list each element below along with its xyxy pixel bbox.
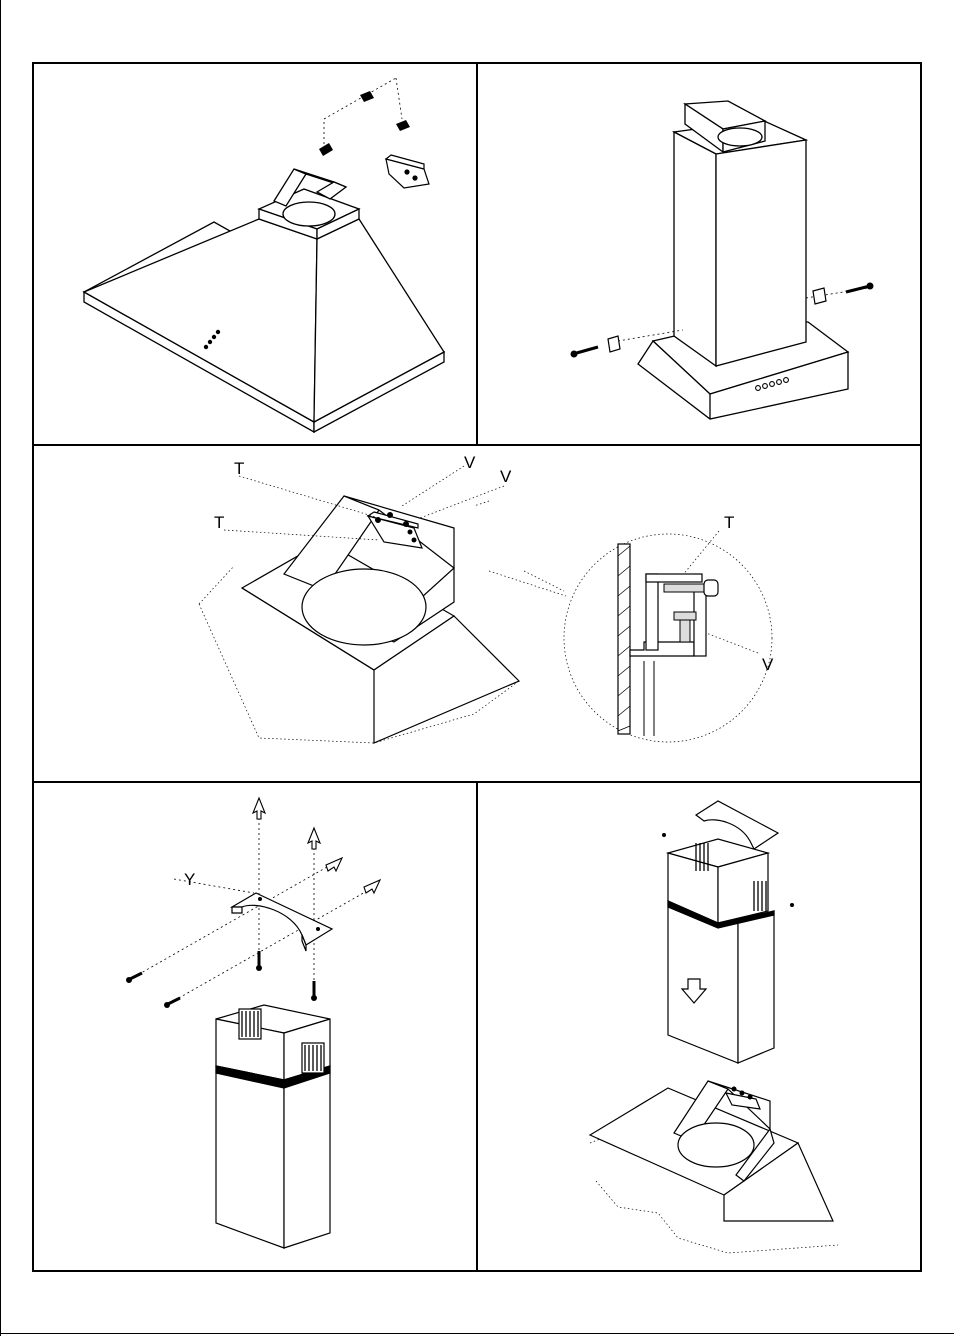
chimney-upper (216, 1005, 330, 1248)
label-y-bracket: Y (184, 870, 195, 889)
bracket-y (232, 893, 332, 951)
panel-chimney-slide (478, 783, 920, 1270)
label-v-first: V (464, 453, 476, 472)
label-t-detail: T (724, 513, 734, 532)
panel-hood-canopy (34, 64, 476, 444)
panel-upper-bracket: Y (34, 783, 476, 1270)
screw-icons (126, 951, 317, 1008)
chimney-section (668, 839, 774, 1063)
page-edge-bottom (0, 1333, 954, 1334)
mounting-bracket (386, 155, 429, 188)
label-t-left: T (214, 513, 224, 532)
detail-cross-section (618, 544, 718, 736)
page-edge-left (0, 0, 1, 1336)
panel-chimney-base (478, 64, 920, 444)
label-t-top: T (234, 459, 244, 478)
screw-right-icon (813, 283, 874, 305)
label-v-second: V (500, 467, 512, 486)
upper-bracket-drawing: Y (34, 783, 476, 1270)
panel-bracket-detail: T T V V T V (34, 446, 920, 781)
bracket-detail-drawing: T T V V T V (34, 446, 920, 781)
assembly-arrows-icon (319, 91, 410, 156)
chimney-slide-drawing (478, 783, 920, 1270)
wall-plug-icons (253, 798, 380, 893)
hood-canopy-drawing (34, 64, 476, 444)
chimney-base-drawing (478, 64, 920, 444)
screw-left-icon (571, 336, 621, 358)
label-v-detail: V (762, 655, 774, 674)
